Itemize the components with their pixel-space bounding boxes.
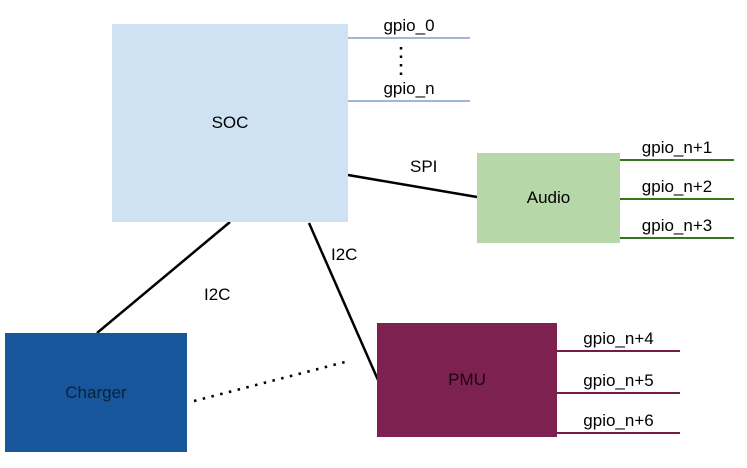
- pmu-label: PMU: [448, 370, 486, 389]
- spi-bus-label: SPI: [410, 157, 438, 176]
- gpio-n6-label: gpio_n+6: [583, 411, 654, 430]
- gpio-n2-label: gpio_n+2: [641, 177, 713, 196]
- i2c-pmu-connector-line: [307, 222, 380, 381]
- charger-label: Charger: [65, 382, 127, 402]
- charger-block: Charger: [5, 333, 187, 452]
- audio-block: Audio: [477, 153, 620, 243]
- gpio-n3-label: gpio_n+3: [641, 216, 713, 235]
- soc-label: SOC: [211, 113, 249, 132]
- spi-connector-line: [347, 173, 478, 199]
- soc-block: SOC: [112, 24, 348, 222]
- pmu-block: PMU: [377, 323, 557, 437]
- gpio-n4-label: gpio_n+4: [583, 329, 654, 348]
- audio-label: Audio: [526, 188, 571, 207]
- i2c-charger-connector-line: [96, 221, 231, 334]
- i2c-charger-bus-label: I2C: [204, 285, 231, 304]
- gpio-0-label: gpio_0: [383, 16, 435, 35]
- charger-pmu-dotted-line: [193, 359, 350, 403]
- gpio-n-label: gpio_n: [383, 79, 435, 98]
- i2c-pmu-bus-label: I2C: [331, 245, 358, 264]
- gpio-n5-label: gpio_n+5: [583, 371, 654, 390]
- gpio-n1-label: gpio_n+1: [641, 138, 713, 157]
